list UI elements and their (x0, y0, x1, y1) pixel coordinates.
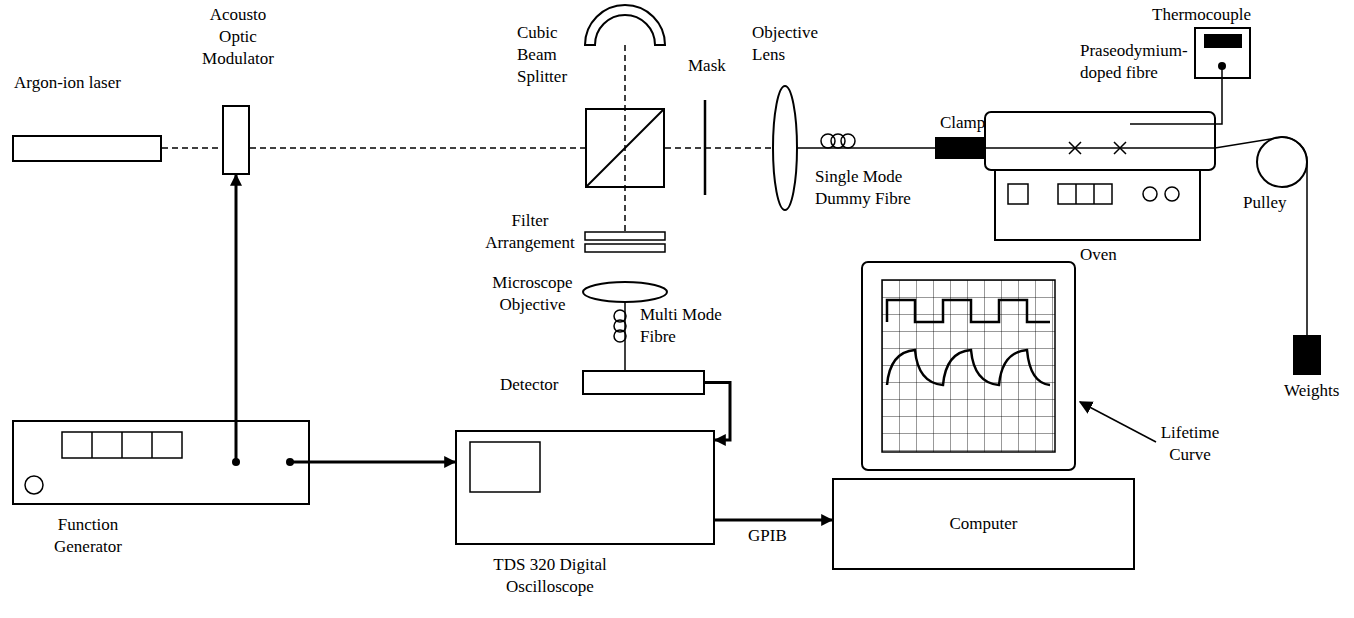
decay-curve (887, 350, 1050, 385)
generator-display (62, 432, 182, 458)
part-label: Oven (1080, 244, 1140, 266)
part-label: Mask (688, 55, 748, 77)
scope-screen (470, 442, 540, 492)
device-box: Detector (582, 370, 705, 395)
part-label: Single Mode Dummy Fibre (815, 166, 915, 210)
device-label: Acousto Optic Modulator (198, 4, 278, 70)
signal-arrow (715, 519, 832, 522)
device-label: Detector (500, 374, 580, 396)
signal-wire (236, 420, 310, 462)
fibre-loop (614, 330, 626, 342)
device-box: TDS 320 Digital Oscilloscope (455, 430, 715, 545)
meter-display (1204, 34, 1242, 48)
clamp-symbol (935, 137, 985, 159)
oven-switch (1008, 184, 1028, 204)
device-label: Cubic Beam Splitter (517, 22, 583, 88)
fibre-line (1215, 137, 1307, 335)
part-label: Filter Arrangement (480, 210, 580, 254)
device-box: Computer (832, 478, 1135, 570)
laser-beam (665, 147, 773, 149)
part-label: Clamp (940, 112, 990, 134)
device-box: Acousto Optic Modulator (222, 105, 250, 175)
splitter-diagonal (587, 110, 663, 186)
square-wave (887, 300, 1050, 322)
device-box: Function Generator (12, 420, 310, 505)
device-box: Argon-ion laser (12, 135, 162, 162)
device-box: Cubic Beam Splitter (585, 108, 665, 188)
generator-display (92, 432, 152, 458)
laser-beam (250, 147, 585, 149)
device-label: Argon-ion laser (14, 72, 174, 94)
device-label: TDS 320 Digital Oscilloscope (480, 554, 620, 598)
device-label: Computer (950, 513, 1018, 535)
monitor-frame (862, 262, 1075, 470)
signal-arrow (235, 175, 238, 420)
device-label: Function Generator (42, 514, 134, 558)
oven-unit (995, 170, 1200, 240)
weights-symbol (1293, 335, 1321, 375)
part-label: Pulley (1243, 192, 1303, 214)
connector-label: GPIB (746, 526, 789, 546)
part-label: Praseodymium-doped fibre (1080, 40, 1192, 84)
oven-display (1076, 184, 1094, 204)
lens-symbol (773, 86, 797, 210)
reflected-beam (624, 45, 626, 232)
monitor-screen (882, 280, 1055, 452)
fibre-line (797, 147, 935, 149)
part-label: Multi Mode Fibre (640, 304, 730, 348)
doped-fibre (985, 147, 1215, 149)
signal-arrow (310, 461, 455, 464)
filter-plate (585, 244, 665, 252)
generator-knob (25, 476, 43, 494)
microscope-objective (583, 282, 667, 302)
fibre-loop (841, 134, 855, 148)
leader-line (1080, 402, 1156, 442)
splice-mark (1069, 142, 1126, 154)
mask-symbol (704, 100, 707, 195)
part-label: Lifetime Curve (1148, 422, 1232, 466)
mirror-dish (585, 5, 665, 45)
oven-knob (1143, 187, 1157, 201)
filter-plate (585, 232, 665, 240)
part-label: Microscope Objective (485, 272, 580, 316)
part-label: Weights (1284, 380, 1350, 402)
oven-knob (1165, 187, 1179, 201)
part-label: Objective Lens (752, 22, 830, 66)
oven-display (1058, 184, 1112, 204)
part-label: Thermocouple (1152, 4, 1262, 26)
laser-beam (162, 147, 222, 149)
oven-tube (985, 112, 1215, 170)
